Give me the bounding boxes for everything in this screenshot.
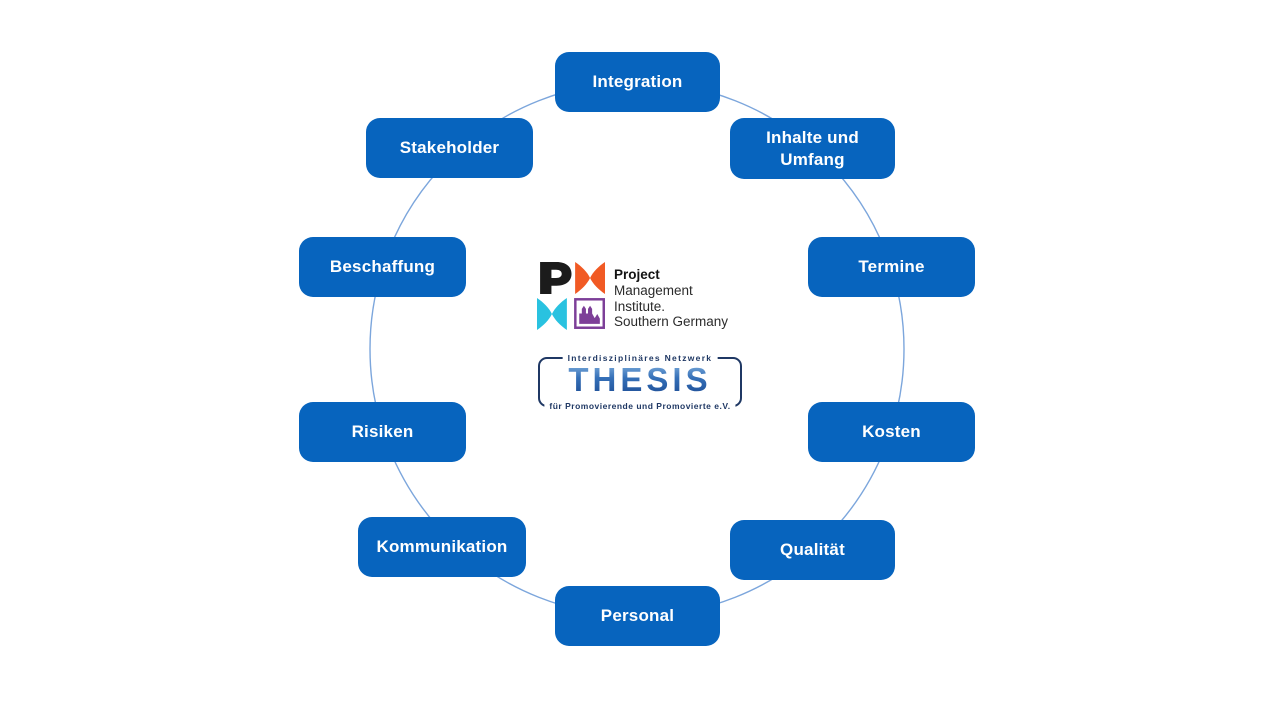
- node-qualitaet: Qualität: [730, 520, 895, 580]
- node-stakeholder: Stakeholder: [366, 118, 533, 178]
- node-integration: Integration: [555, 52, 720, 112]
- node-personal: Personal: [555, 586, 720, 646]
- node-kosten: Kosten: [808, 402, 975, 462]
- node-label: Qualität: [780, 540, 845, 560]
- pmi-wordmark: Project Management Institute. Southern G…: [614, 262, 728, 330]
- node-label: Personal: [600, 606, 675, 626]
- node-termine: Termine: [808, 237, 975, 297]
- node-label: Risiken: [351, 422, 414, 442]
- pmi-wordmark-line4: Southern Germany: [614, 314, 729, 330]
- thesis-logo: Interdisziplinäres Netzwerk THESIS für P…: [538, 353, 742, 411]
- node-label: Inhalte und Umfang: [766, 128, 859, 169]
- node-label: Termine: [858, 257, 925, 277]
- pmi-logo: Project Management Institute. Southern G…: [537, 262, 728, 330]
- node-label: Integration: [592, 72, 683, 92]
- pmi-wordmark-line1: Project: [614, 267, 660, 282]
- thesis-bottom-label: für Promovierende und Promovierte e.V.: [544, 401, 736, 411]
- node-inhalte-und-umfang: Inhalte und Umfang: [730, 118, 895, 179]
- node-label: Stakeholder: [399, 138, 500, 158]
- node-label: Kosten: [862, 422, 921, 442]
- thesis-wordmark: THESIS: [540, 363, 740, 396]
- pmi-mark-icon: [537, 262, 605, 330]
- node-label: Beschaffung: [329, 257, 436, 277]
- pmi-wordmark-line3: Institute.: [614, 298, 666, 314]
- node-label: Kommunikation: [376, 537, 508, 557]
- node-risiken: Risiken: [299, 402, 466, 462]
- node-beschaffung: Beschaffung: [299, 237, 466, 297]
- pmi-wordmark-line2: Management: [614, 282, 693, 298]
- thesis-top-label: Interdisziplinäres Netzwerk: [562, 353, 718, 363]
- node-kommunikation: Kommunikation: [358, 517, 526, 577]
